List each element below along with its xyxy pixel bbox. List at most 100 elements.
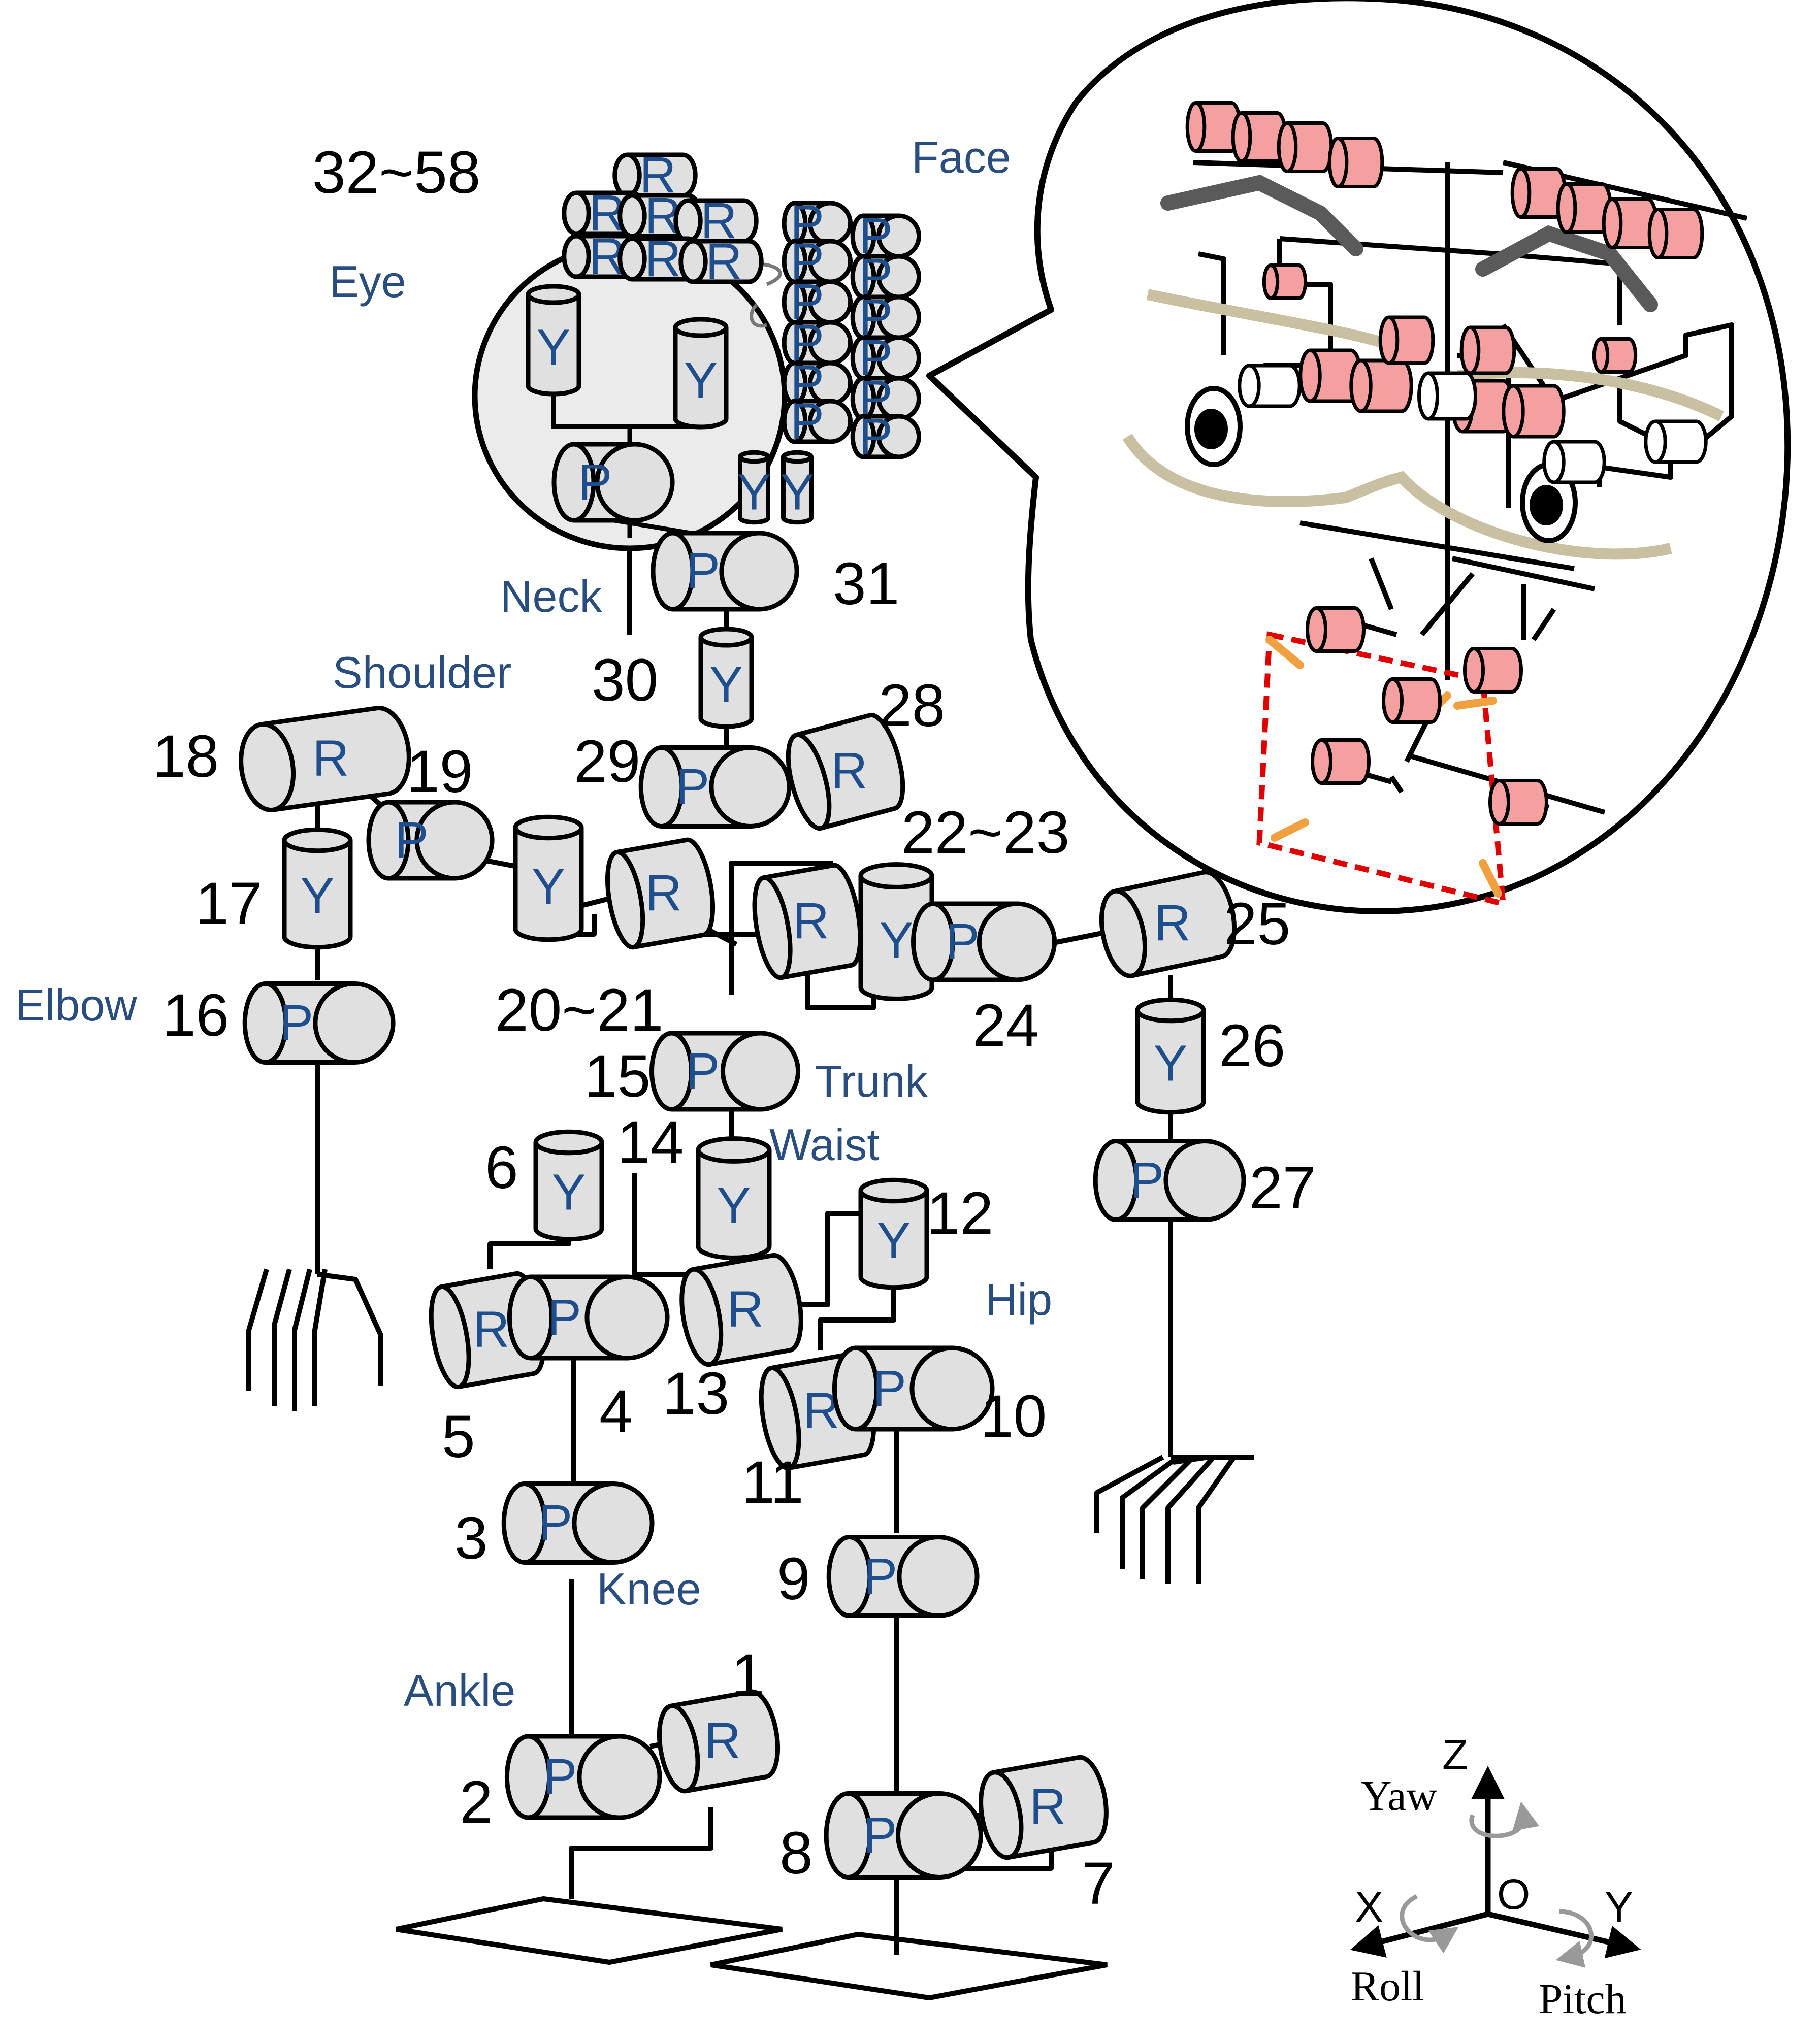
neck-roll-actuator-28: R [786, 712, 905, 831]
left-ankle-roll-actuator-1-letter: R [704, 1712, 741, 1769]
right-eye-yaw-actuator-letter: Y [684, 352, 718, 409]
joint-number-24: 24 [972, 992, 1039, 1059]
neck-roll-actuator-28-letter: R [831, 742, 867, 799]
eyelid-actuator-2 [1592, 337, 1638, 374]
label-ankle: Ankle [404, 1665, 515, 1716]
joint-number-7: 7 [1082, 1850, 1115, 1917]
left-ankle-pitch-actuator-2: P [504, 1734, 662, 1820]
joint-number-1: 1 [731, 1642, 765, 1709]
link-trunk-upper [729, 861, 833, 995]
cheek-actuator-4 [1502, 384, 1566, 439]
joint-number-2: 2 [460, 1769, 493, 1836]
right-shoulder-roll-actuator-22: R [752, 863, 863, 980]
link-left-ankle [569, 1807, 713, 1899]
left-hip-pitch-actuator-4-letter: P [547, 1289, 581, 1346]
left-shoulder-roll-actuator-21: R [605, 837, 715, 950]
right-hip-pitch-actuator-10: P [832, 1345, 995, 1432]
left-shoulder-yaw-actuator-20-letter: Y [532, 858, 566, 915]
waist-yaw-actuator-14-letter: Y [717, 1177, 751, 1234]
eye-roll-actuator-7: R [678, 233, 764, 290]
right-shoulder-yaw-actuator-23: Y [858, 862, 934, 1001]
right-knee-pitch-actuator-9: P [826, 1535, 980, 1618]
x-axis [1350, 1911, 1489, 1958]
left-shoulder-pitch-actuator-19: P [366, 800, 495, 881]
left-shoulder-roll-actuator-18-letter: R [312, 730, 349, 786]
eye-roll-actuator-7-letter: R [705, 233, 742, 290]
trunk-pitch-actuator-15: P [649, 1031, 801, 1112]
nose-actuator [1417, 371, 1477, 421]
lip-actuator-1 [1378, 315, 1435, 365]
right-elbow-yaw-actuator-26-letter: Y [1154, 1035, 1188, 1092]
left-upper-arm-yaw-actuator-17-letter: Y [301, 868, 335, 925]
feet [395, 1896, 1108, 2001]
axis-roll-label: Roll [1351, 1963, 1424, 2010]
eyebrow-actuator-1 [1185, 101, 1242, 153]
eyebrow-actuator-8 [1647, 208, 1704, 259]
left-hip-yaw-actuator-6-letter: Y [552, 1164, 586, 1221]
eye-drive-actuator-3 [1644, 419, 1708, 464]
axis-origin-label: O [1497, 1870, 1530, 1918]
link-right-hip-top [818, 1274, 896, 1350]
axis-yaw-label: Yaw [1361, 1772, 1438, 1820]
lip-actuator-2 [1459, 325, 1516, 375]
eyelid-actuator-1 [1262, 263, 1308, 300]
left-ankle-pitch-actuator-2-letter: P [543, 1749, 577, 1805]
right-foot [710, 1931, 1108, 2001]
right-hip-yaw-actuator-12-letter: Y [877, 1212, 911, 1269]
left-elbow-pitch-actuator-16-letter: P [279, 995, 313, 1051]
upper-lip-left [1146, 289, 1393, 351]
eye-tilt-pitch-actuator-letter: P [578, 454, 612, 511]
joint-number-25: 25 [1224, 891, 1290, 958]
jaw-actuator-1 [1306, 606, 1366, 653]
y-axis [1487, 1911, 1641, 1959]
left-hip-pitch-actuator-4: P [507, 1274, 670, 1361]
jaw-actuator-4 [1488, 779, 1548, 826]
neck-yaw-actuator-30: Y [698, 627, 754, 729]
joint-number-11: 11 [741, 1449, 804, 1516]
head-pitch-actuator-31-letter: P [686, 543, 720, 600]
waist-roll-actuator-13: R [679, 1253, 803, 1367]
joint-number-10: 10 [980, 1383, 1047, 1450]
joint-number-9: 9 [777, 1545, 810, 1612]
face-pitch-actuator-a6: P [782, 393, 853, 450]
head-pitch-actuator-31: P [651, 531, 799, 612]
right-hip-pitch-actuator-10-letter: P [872, 1360, 906, 1417]
label-elbow: Elbow [15, 980, 137, 1030]
left-shoulder-roll-actuator-18: R [239, 706, 411, 812]
waist-roll-actuator-13-letter: R [727, 1281, 764, 1338]
label-waist: Waist [769, 1119, 880, 1170]
right-upper-arm-roll-actuator-25: R [1099, 870, 1237, 978]
right-ankle-pitch-actuator-8: P [824, 1791, 984, 1880]
neck-pitch-actuator-29: P [638, 745, 792, 829]
eyebrow-actuator-3 [1277, 121, 1334, 173]
cheek-actuator-2 [1349, 358, 1413, 413]
left-ankle-roll-actuator-1: R [657, 1689, 780, 1794]
pitch-rotate-arrow [1555, 1909, 1594, 1968]
right-elbow-pitch-actuator-27: P [1093, 1139, 1246, 1222]
mouth-yaw-actuator-1-letter: Y [737, 464, 771, 521]
axis-y-label: Y [1605, 1883, 1633, 1931]
left-shoulder-pitch-actuator-19-letter: P [395, 812, 429, 869]
joint-number-22-23: 22~23 [901, 799, 1069, 866]
face-pitch-actuator-a6-letter: P [790, 393, 824, 450]
left-shoulder-yaw-actuator-20: Y [513, 814, 584, 942]
eyebrow-actuator-5 [1510, 167, 1567, 219]
eye-roll-actuator-6-letter: R [644, 230, 681, 287]
joint-number-12: 12 [927, 1180, 993, 1247]
joint-number-3: 3 [454, 1505, 488, 1572]
left-eye [1185, 386, 1243, 467]
joint-number-8: 8 [779, 1820, 813, 1887]
label-hip: Hip [985, 1274, 1052, 1325]
joint-number-18: 18 [152, 723, 219, 790]
right-upper-arm-roll-actuator-25-letter: R [1154, 895, 1191, 951]
left-hip-yaw-actuator-6: Y [533, 1129, 604, 1242]
jaw-actuator-3 [1311, 738, 1371, 785]
face-pitch-actuator-b6-letter: P [859, 408, 893, 465]
label-face: Face [912, 132, 1011, 182]
trunk-pitch-actuator-15-letter: P [686, 1043, 720, 1100]
waist-yaw-actuator-14: Y [696, 1136, 772, 1260]
eye-tilt-pitch-actuator: P [551, 442, 675, 523]
neck-yaw-actuator-30-letter: Y [709, 656, 743, 713]
face-pitch-actuator-b2: P [850, 248, 922, 305]
